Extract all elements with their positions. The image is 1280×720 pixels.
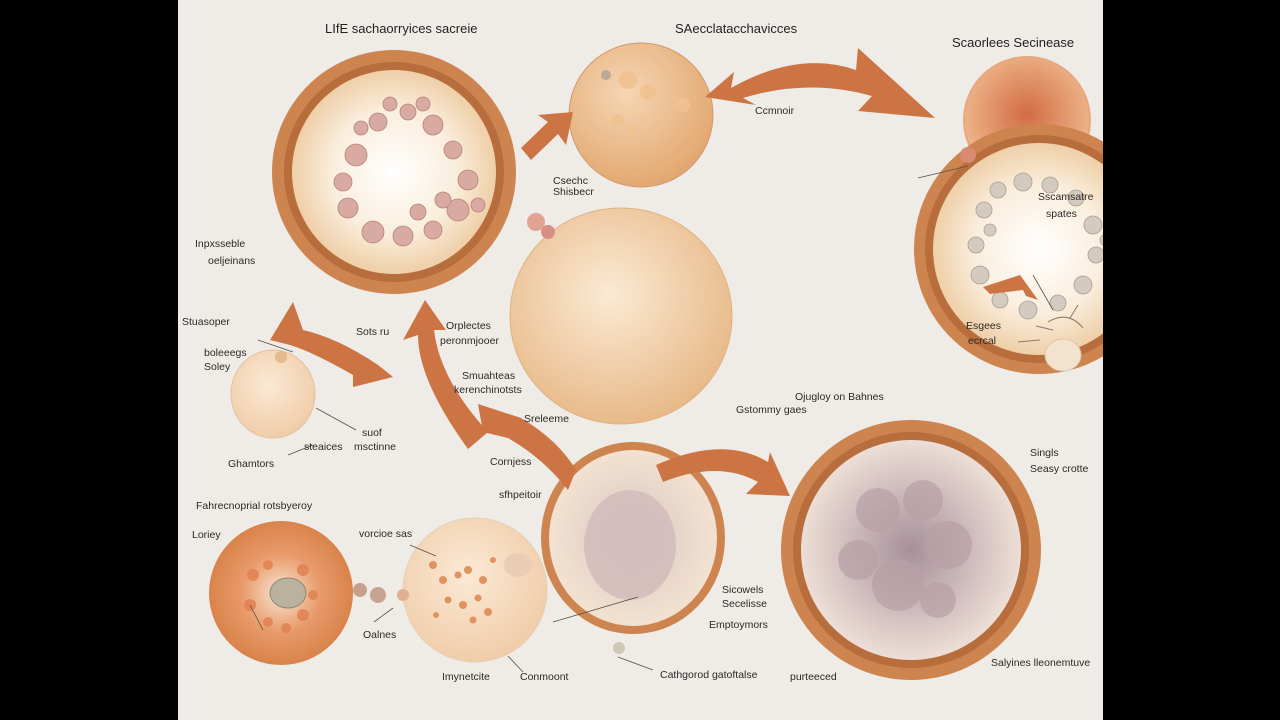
- label-sreleeme: Sreleeme: [524, 413, 569, 425]
- label-boleeges: boleeegs: [204, 347, 247, 359]
- label-oeljeinans: oeljeinans: [208, 255, 256, 267]
- cell-granular-bottom: [402, 517, 548, 663]
- bud-connectors: [275, 147, 976, 654]
- label-smuahteas: Smuahteas: [462, 370, 516, 382]
- label-suof: suof: [362, 427, 382, 439]
- label-emptoymors: Emptoymors: [709, 619, 768, 631]
- label-salyines: Salyines lleonemtuve: [991, 657, 1091, 669]
- label-soley: Soley: [204, 361, 231, 373]
- label-imynetcitle: Imynetcite: [442, 671, 490, 683]
- label-oalnes: Oalnes: [363, 629, 397, 641]
- label-esgees: Esgees: [966, 320, 1002, 332]
- arrow-2: [705, 48, 935, 118]
- label-cseche: Csechc: [553, 175, 589, 187]
- label-shisbecr: Shisbecr: [553, 186, 594, 198]
- label-sots-ru: Sots ru: [356, 326, 390, 338]
- cell-orange-bottom-left: [209, 521, 353, 665]
- creature-sketch: [1017, 304, 1084, 372]
- cell-oval-center: [509, 207, 733, 425]
- label-purteeced: purteeced: [790, 671, 837, 683]
- cell-ring-bottom-center: [541, 442, 725, 634]
- arrow-6: [478, 404, 576, 490]
- arrow-1: [521, 112, 573, 160]
- cell-ring-bottom-right: [781, 420, 1041, 680]
- label-conmoont: Conmoont: [520, 671, 569, 683]
- life-cycle-diagram: [209, 42, 1103, 680]
- label-secelisse: Secelisse: [722, 598, 767, 610]
- diagram-canvas: LIfE sachaorryices sacreie SAecclataccha…: [178, 0, 1103, 720]
- arrow-4: [270, 302, 393, 387]
- title-center: SAecclatacchavicces: [675, 21, 798, 36]
- arrow-7: [656, 449, 790, 496]
- label-vorcioe-sas: vorcioe sas: [359, 528, 413, 540]
- cell-solid-top-center: [568, 42, 714, 188]
- label-comnoir: Ccmnoir: [755, 105, 795, 117]
- label-stuasoper: Stuasoper: [182, 316, 230, 328]
- arrow-5: [403, 300, 488, 449]
- label-keranchinotsts: kerenchinotsts: [454, 384, 522, 396]
- arrow-3: [983, 275, 1038, 300]
- label-sscamsatre: Sscamsatre: [1038, 191, 1094, 203]
- leader-lines: [249, 165, 1054, 673]
- label-gstommy: Gstommy gaes: [736, 404, 807, 416]
- cell-ring-right: [914, 124, 1103, 374]
- label-msctinne: msctinne: [354, 441, 397, 453]
- label-fahrecnoprial: Fahrecnoprial rotsbyeroy: [196, 500, 313, 512]
- label-ojugloy: Ojugloy on Bahnes: [795, 391, 884, 403]
- label-loriey: Loriey: [192, 529, 221, 541]
- label-seasy-crotte: Seasy crotte: [1030, 463, 1089, 475]
- cell-pale-left: [230, 349, 316, 439]
- label-ghamtors: Ghamtors: [228, 458, 275, 470]
- label-orplects: Orplectes: [446, 320, 491, 332]
- label-ecrcal: ecrcal: [968, 335, 997, 347]
- label-singls: Singls: [1030, 447, 1059, 459]
- label-sthpeitoir: sfhpeitoir: [499, 489, 542, 501]
- title-left: LIfE sachaorryices sacreie: [325, 21, 478, 36]
- title-right: Scaorlees Secinease: [952, 35, 1075, 50]
- label-inprssebsle: Inpxsseble: [195, 238, 246, 250]
- arrows: [270, 48, 1038, 496]
- label-peronmjooer: peronmjooer: [440, 335, 499, 347]
- label-cornjess: Cornjess: [490, 456, 532, 468]
- label-cathgorod: Cathgorod gatoftalse: [660, 669, 758, 681]
- label-spates: spates: [1046, 208, 1077, 220]
- label-sicowels: Sicowels: [722, 584, 764, 596]
- cell-ring-top-left: [272, 50, 516, 294]
- label-steaices: steaices: [304, 441, 343, 453]
- cell-solid-vesicles: [601, 70, 690, 135]
